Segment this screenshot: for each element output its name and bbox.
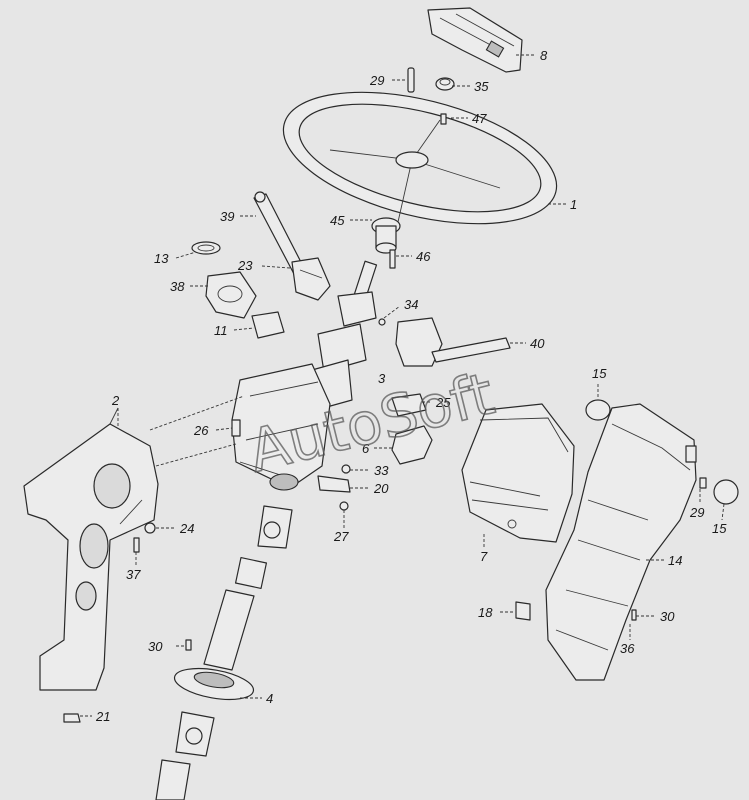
part-29-pin-right <box>699 477 707 489</box>
callout-30: 30 <box>148 639 163 654</box>
callout-4: 4 <box>266 691 273 706</box>
part-2-bracket <box>23 395 245 691</box>
part-27-washer <box>339 501 349 511</box>
part-35-bushing <box>435 77 455 91</box>
part-11-clamp <box>251 311 285 339</box>
callout-30-right: 30 <box>660 609 675 624</box>
callout-36: 36 <box>620 641 635 656</box>
callout-26: 26 <box>193 423 209 438</box>
callout-20: 20 <box>373 481 389 496</box>
part-46-bolt <box>389 249 396 269</box>
part-23-switch-body <box>291 257 331 301</box>
callout-labels: 8 29 35 47 1 39 45 13 23 46 38 34 11 40 … <box>95 48 727 724</box>
part-30-screw <box>185 609 637 651</box>
callout-33: 33 <box>374 463 389 478</box>
callout-29-right: 29 <box>689 505 704 520</box>
callout-14: 14 <box>668 553 682 568</box>
callout-47: 47 <box>472 111 487 126</box>
part-47-screw <box>440 113 447 125</box>
leader-lines <box>80 54 725 717</box>
callout-15-right: 15 <box>712 521 727 536</box>
part-21-nut <box>63 713 81 723</box>
callout-13: 13 <box>154 251 169 266</box>
part-37-pin <box>133 537 140 553</box>
callout-34: 34 <box>404 297 418 312</box>
callout-18: 18 <box>478 605 493 620</box>
part-18-clip <box>515 601 531 621</box>
callout-1: 1 <box>570 197 577 212</box>
part-15-cap <box>585 399 739 505</box>
part-3-steering-column <box>231 260 378 491</box>
part-45-hub-nut <box>371 217 401 254</box>
part-13-ring <box>191 241 221 255</box>
part-14-column-cover <box>545 403 697 681</box>
part-25-bracket <box>391 393 427 417</box>
callout-2: 2 <box>111 393 120 408</box>
part-38-switch-housing <box>205 271 257 319</box>
callout-7: 7 <box>480 549 488 564</box>
callout-8: 8 <box>540 48 548 63</box>
part-4-intermediate-shaft <box>155 505 293 800</box>
callout-35: 35 <box>474 79 489 94</box>
part-20-clip <box>317 475 351 493</box>
callout-39: 39 <box>220 209 234 224</box>
callout-40: 40 <box>530 336 545 351</box>
part-29-pin <box>407 67 415 93</box>
callout-6: 6 <box>362 441 370 456</box>
callout-11: 11 <box>214 323 228 338</box>
part-8-cover-pad <box>427 7 523 73</box>
part-6-clamp-half <box>391 425 433 465</box>
part-24-bolt <box>144 522 156 534</box>
callout-23: 23 <box>237 258 253 273</box>
part-7-column-cover <box>461 403 575 543</box>
callout-46: 46 <box>416 249 431 264</box>
callout-15: 15 <box>592 366 607 381</box>
part-33-nut <box>341 464 351 474</box>
callout-21: 21 <box>95 709 110 724</box>
part-1-steering-wheel <box>282 91 558 225</box>
part-34-screw <box>378 318 386 326</box>
callout-27: 27 <box>333 529 349 544</box>
callout-3: 3 <box>378 371 386 386</box>
callout-24: 24 <box>179 521 194 536</box>
callout-29: 29 <box>369 73 384 88</box>
callout-25: 25 <box>435 395 451 410</box>
callout-38: 38 <box>170 279 185 294</box>
part-26-bolt <box>231 419 241 437</box>
callout-37: 37 <box>126 567 141 582</box>
part-40-tilt-lever <box>395 317 511 367</box>
callout-45: 45 <box>330 213 345 228</box>
